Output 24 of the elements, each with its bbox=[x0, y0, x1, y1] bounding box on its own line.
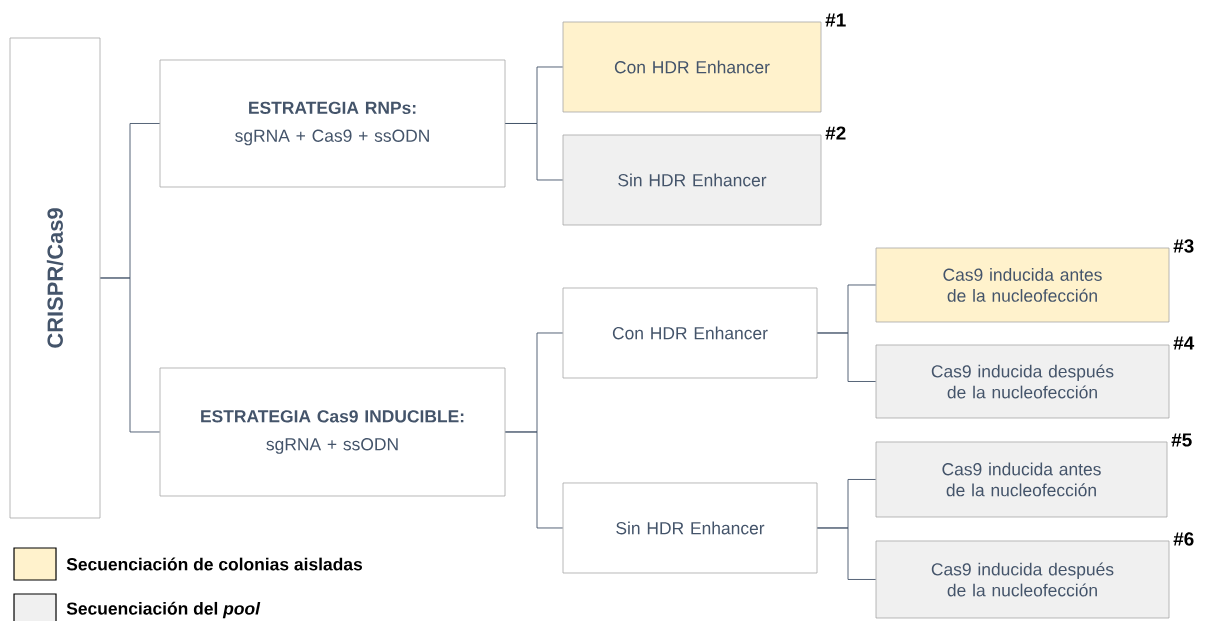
condition-box: Con HDR Enhancer bbox=[562, 287, 818, 379]
condition-box: Sin HDR Enhancer bbox=[562, 482, 818, 574]
strategy-box: ESTRATEGIA RNPs: sgRNA + Cas9 + ssODN bbox=[159, 59, 506, 188]
callout-number: #4 bbox=[1173, 336, 1195, 350]
condition-box: Cas9 inducida después de la nucleofección bbox=[875, 540, 1170, 619]
callout-number: #5 bbox=[1171, 433, 1192, 447]
condition-box: Sin HDR Enhancer bbox=[562, 134, 822, 226]
connector-line bbox=[816, 332, 877, 382]
condition-box: Cas9 inducida antes de la nucleofección bbox=[875, 441, 1168, 518]
condition-box: Cas9 inducida antes de la nucleofección bbox=[875, 247, 1170, 323]
connector-line bbox=[99, 277, 161, 433]
root-box: CRISPR/Cas9 bbox=[9, 37, 101, 519]
callout-number: #2 bbox=[825, 126, 846, 140]
connector-line bbox=[504, 123, 564, 181]
callout-number: #6 bbox=[1173, 532, 1194, 546]
connector-line bbox=[816, 527, 877, 580]
callout-number: #1 bbox=[825, 13, 846, 27]
legend-text: Secuenciación del pool bbox=[66, 601, 261, 619]
callout-number: #3 bbox=[1173, 239, 1194, 253]
legend-text: Secuenciación de colonias aisladas bbox=[66, 557, 362, 571]
condition-box: Con HDR Enhancer bbox=[562, 21, 822, 113]
strategy-box: ESTRATEGIA Cas9 INDUCIBLE: sgRNA + ssODN bbox=[159, 367, 506, 497]
condition-box: Cas9 inducida después de la nucleofección bbox=[875, 344, 1170, 419]
connector-line bbox=[504, 431, 564, 529]
